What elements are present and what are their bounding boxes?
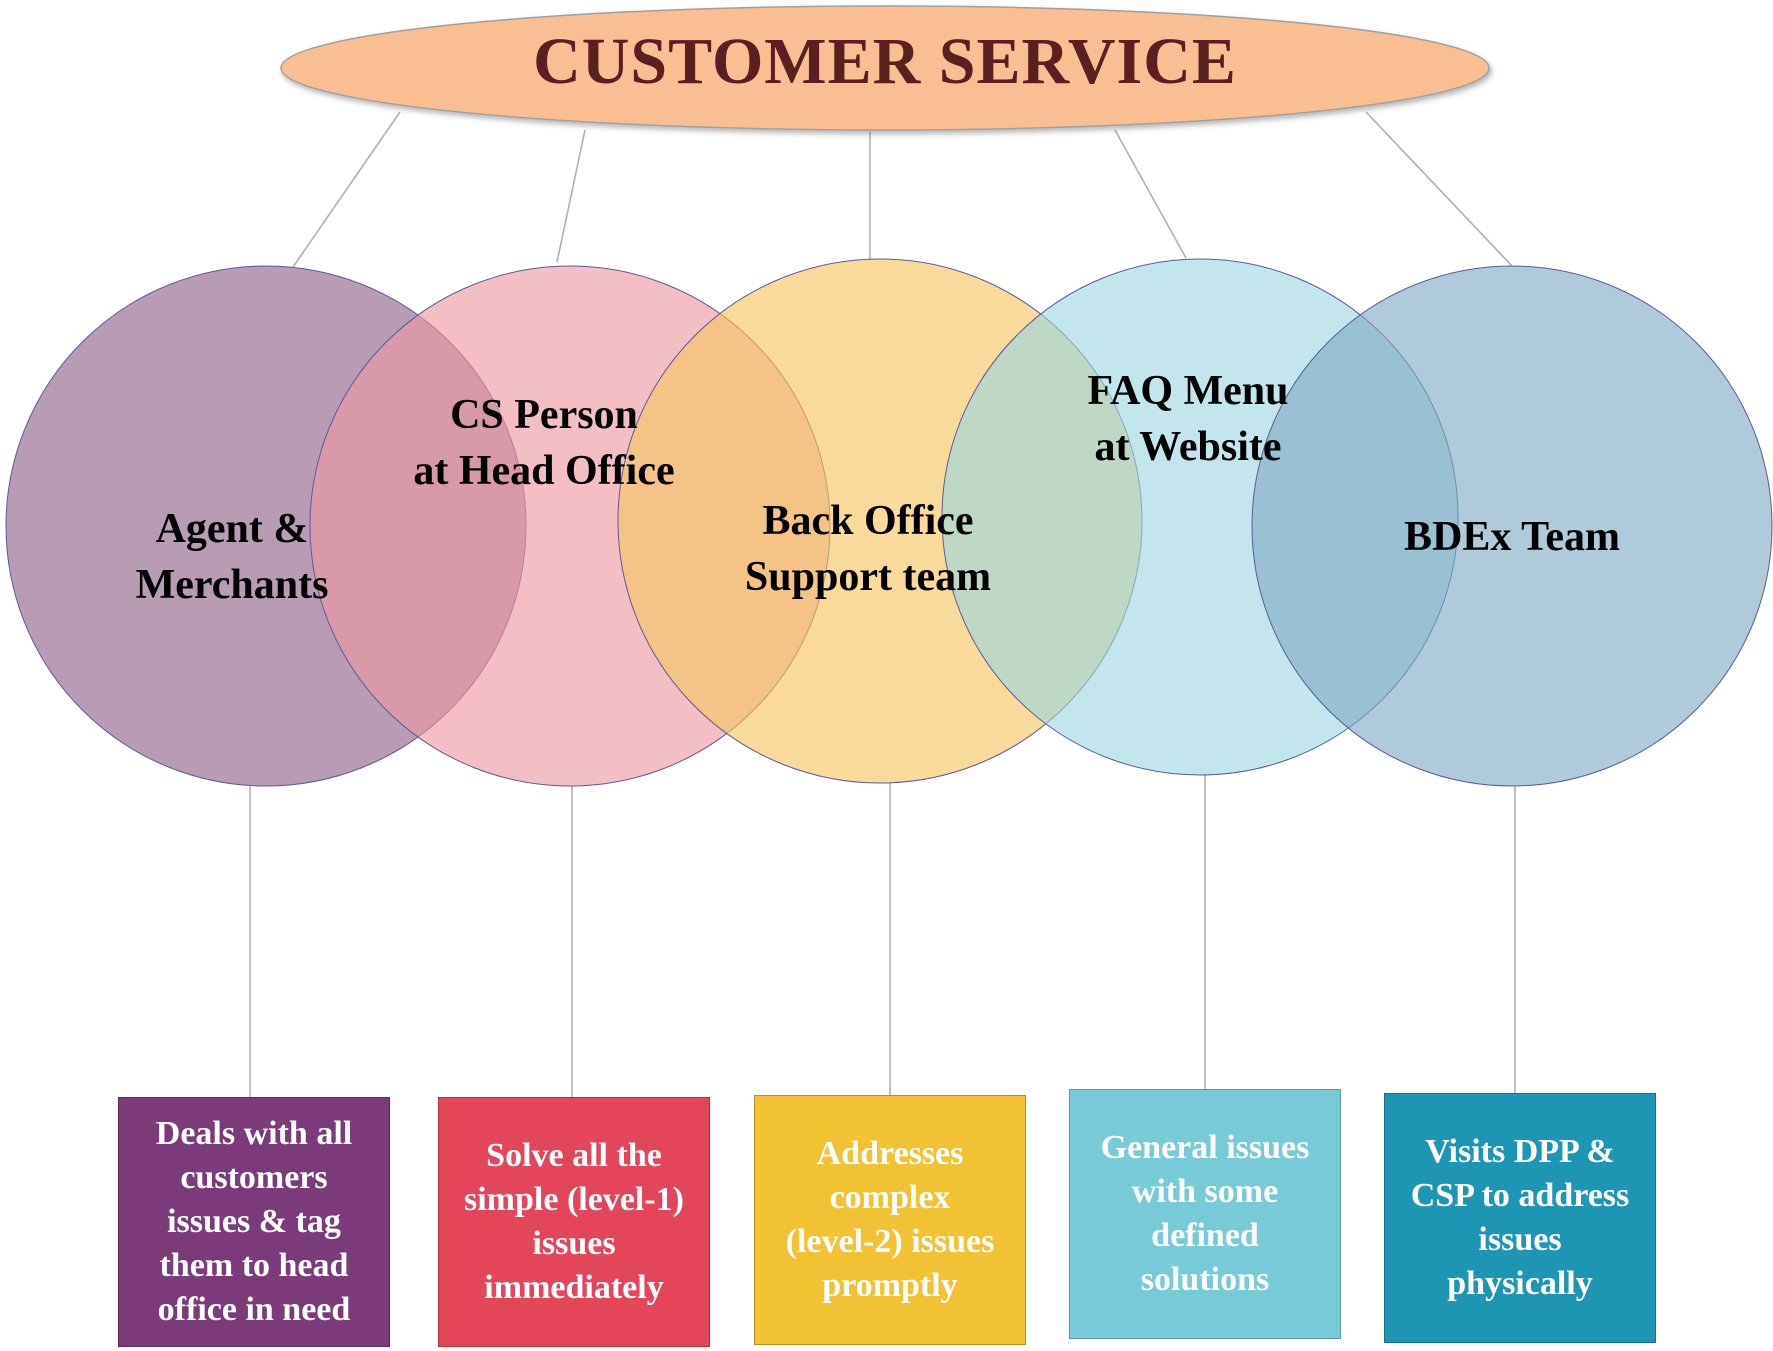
description-line: customers	[180, 1159, 328, 1196]
circle-label-line: FAQ Menu	[1087, 368, 1289, 414]
circle-label-line: Agent &	[155, 506, 309, 552]
description-line: promptly	[822, 1267, 958, 1304]
description-text: General issues with some defined solutions	[1101, 1126, 1310, 1302]
description-box-2: Solve all the simple (level-1) issues immed…	[438, 1097, 710, 1347]
description-line: immediately	[484, 1269, 664, 1306]
description-line: Solve all the	[486, 1137, 662, 1174]
connectors	[249, 111, 1516, 1097]
title-connector-2	[556, 129, 586, 263]
description-line: General issues	[1100, 1129, 1310, 1166]
description-line: Visits DPP &	[1425, 1133, 1615, 1170]
description-box-4: General issues with some defined solutions	[1069, 1089, 1341, 1339]
description-box-3: Addresses complex (level-2) issues promptly	[754, 1095, 1026, 1345]
circle-label-line: at Head Office	[413, 448, 675, 494]
circle-label-line: BDEx Team	[1404, 514, 1620, 560]
circle-label-line: Merchants	[135, 562, 329, 608]
description-text: Deals with all customers issues & tag them …	[156, 1112, 352, 1332]
title-ellipse	[280, 5, 1490, 131]
description-text: Addresses complex (level-2) issues promptly	[786, 1132, 995, 1308]
circle-label-line: Back Office	[762, 498, 974, 544]
description-line: (level-2) issues	[785, 1223, 995, 1260]
circle-label-1: Agent & Merchants	[136, 501, 329, 613]
circle-label-line: at Website	[1094, 424, 1282, 470]
diagram-title: CUSTOMER SERVICE	[533, 25, 1237, 98]
description-box-1: Deals with all customers issues & tag them …	[118, 1097, 390, 1347]
description-line: Addresses	[816, 1135, 964, 1172]
title-connector-4	[1114, 129, 1187, 259]
circle-label-5: BDEx Team	[1404, 509, 1620, 565]
description-box-5: Visits DPP & CSP to address issues physical…	[1384, 1093, 1656, 1343]
description-line: simple (level-1)	[464, 1181, 684, 1218]
description-line: issues	[532, 1225, 616, 1262]
description-text: Solve all the simple (level-1) issues immed…	[464, 1134, 684, 1310]
description-line: office in need	[157, 1291, 351, 1328]
description-line: physically	[1447, 1265, 1593, 1302]
circle-label-line: CS Person	[450, 392, 638, 438]
circle-label-2: CS Person at Head Office	[413, 387, 674, 499]
title-connector-5	[1365, 111, 1513, 267]
circle-label-line: Support team	[744, 554, 992, 600]
description-line: with some	[1131, 1173, 1279, 1210]
circle-5	[1251, 265, 1773, 787]
description-line: issues & tag	[167, 1203, 341, 1240]
description-text: Visits DPP & CSP to address issues physical…	[1411, 1130, 1630, 1306]
description-line: CSP to address	[1410, 1177, 1630, 1214]
description-line: them to head	[159, 1247, 349, 1284]
circle-label-4: FAQ Menu at Website	[1087, 363, 1288, 475]
description-line: solutions	[1140, 1261, 1270, 1298]
description-line: defined	[1151, 1217, 1259, 1254]
circles-group	[5, 258, 1773, 787]
description-line: Deals with all	[155, 1115, 353, 1152]
description-line: issues	[1478, 1221, 1562, 1258]
description-line: complex	[829, 1179, 951, 1216]
title-connector-1	[292, 111, 401, 268]
